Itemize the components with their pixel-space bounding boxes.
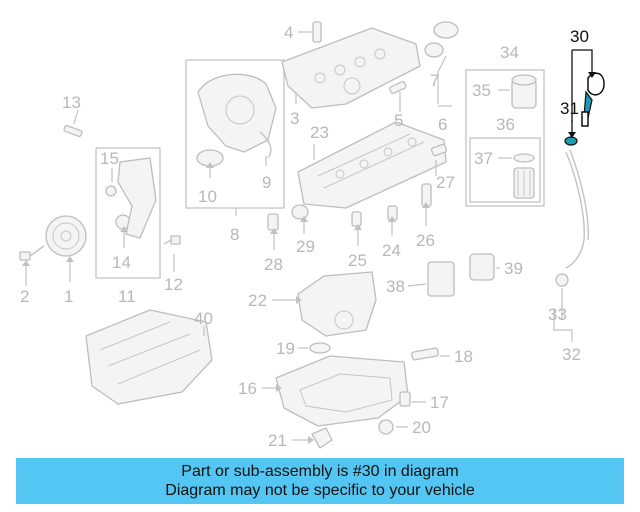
- part-18: [411, 347, 439, 361]
- callout-22: 22: [248, 291, 267, 310]
- callout-16: 16: [238, 379, 257, 398]
- callout-14: 14: [112, 253, 131, 272]
- callout-17: 17: [430, 393, 449, 412]
- info-banner: Part or sub-assembly is #30 in diagram D…: [16, 458, 624, 504]
- leader-lines-highlighted: [568, 49, 596, 138]
- callout-6: 6: [438, 115, 447, 134]
- callout-10: 10: [198, 187, 217, 206]
- callout-7: 7: [430, 71, 439, 90]
- plug-20: [378, 419, 394, 435]
- sensor-21: [311, 427, 333, 449]
- seal-33: [555, 273, 569, 287]
- bolt-26: [421, 183, 432, 207]
- callout-35: 35: [472, 81, 491, 100]
- dipstick-handle-30: [581, 72, 605, 127]
- leader-arrowheads: [22, 162, 430, 444]
- pin-13: [63, 125, 83, 137]
- part-29: [291, 204, 309, 220]
- callout-2: 2: [20, 287, 29, 306]
- seal-19: [309, 342, 331, 354]
- callout-11: 11: [118, 287, 136, 306]
- group-frame-11: [95, 147, 161, 279]
- callout-15: 15: [100, 149, 119, 168]
- callout-26: 26: [416, 231, 435, 250]
- dipstick-tube: [565, 151, 585, 269]
- bracket-5: [389, 81, 407, 95]
- oil-pump: [297, 271, 377, 337]
- crank-pulley: [45, 215, 87, 257]
- callout-13: 13: [62, 93, 81, 112]
- callout-8: 8: [230, 225, 239, 244]
- leader-lines: [25, 31, 573, 441]
- callout-28: 28: [264, 255, 283, 274]
- callout-34: 34: [500, 43, 519, 62]
- sensor-28: [267, 213, 279, 231]
- timing-cover: [197, 73, 277, 153]
- oil-filter-element: [513, 167, 535, 199]
- pin-27: [430, 143, 448, 157]
- oil-filter-housing: [511, 74, 537, 109]
- callout-19: 19: [276, 339, 295, 358]
- gasket-39: [469, 253, 495, 281]
- banner-line-part: Part or sub-assembly is #30 in diagram: [181, 463, 459, 480]
- parts-diagram: 1 2 3 4 5 6 7 8 9 10 11 12 13 14 15 16 1…: [19, 21, 605, 450]
- callout-40: 40: [194, 309, 213, 328]
- group-frame-8: [185, 59, 285, 209]
- bolt-25: [351, 211, 362, 227]
- bolt-17: [399, 391, 411, 407]
- callout-21: 21: [268, 431, 287, 450]
- oil-cap: [424, 21, 459, 58]
- gasket-9: [259, 131, 272, 159]
- oil-pan: [275, 355, 409, 427]
- callout-38: 38: [386, 277, 405, 296]
- callout-23: 23: [310, 123, 329, 142]
- group-frame-36: [469, 137, 541, 203]
- callout-4: 4: [284, 23, 293, 42]
- callout-12: 12: [164, 275, 183, 294]
- callout-31: 31: [560, 99, 579, 118]
- callout-29: 29: [296, 237, 315, 256]
- banner-line-disclaimer: Diagram may not be specific to your vehi…: [165, 482, 475, 499]
- callout-39: 39: [504, 259, 523, 278]
- callout-3: 3: [290, 109, 299, 128]
- callout-36: 36: [496, 115, 515, 134]
- callout-9: 9: [262, 173, 271, 192]
- cylinder-head: [297, 121, 447, 209]
- valve-cover: [281, 27, 421, 109]
- callout-20: 20: [412, 418, 431, 437]
- seal-15: [105, 185, 117, 197]
- dipstick-seal-31: [564, 136, 578, 146]
- bolt-4: [312, 21, 322, 43]
- bolt-12: [163, 235, 181, 245]
- callout-30: 30: [570, 27, 589, 46]
- callout-1: 1: [64, 287, 73, 306]
- callout-18: 18: [454, 347, 473, 366]
- pulley-bolt: [19, 245, 45, 261]
- callout-27: 27: [436, 173, 455, 192]
- callout-37: 37: [474, 149, 493, 168]
- callout-32: 32: [562, 345, 581, 364]
- o-ring-37: [513, 153, 535, 163]
- lower-cover: [117, 157, 157, 239]
- intake-manifold: [85, 309, 213, 405]
- group-frame-34: [465, 69, 545, 207]
- callout-33: 33: [548, 305, 567, 324]
- callout-25: 25: [348, 251, 367, 270]
- callout-24: 24: [382, 241, 401, 260]
- oil-cooler: [427, 261, 455, 297]
- callout-5: 5: [394, 111, 403, 130]
